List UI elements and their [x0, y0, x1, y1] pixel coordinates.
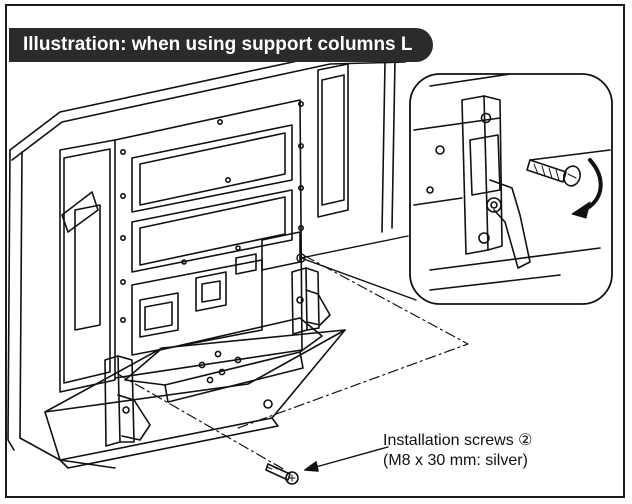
callout-leader	[296, 235, 417, 301]
screw-caption-line-2: (M8 x 30 mm: silver)	[383, 452, 528, 469]
rotation-arrowhead	[571, 201, 591, 219]
alignment-guide	[117, 255, 469, 471]
support-column-left	[104, 355, 151, 447]
pointer-arrowhead	[304, 461, 319, 472]
screw-caption: Installation screws ② (M8 x 30 mm: silve…	[383, 431, 533, 471]
tv-rear-panel	[7, 51, 411, 469]
stand-base	[44, 317, 346, 469]
support-column-right	[291, 267, 331, 335]
detail-inset	[409, 73, 613, 305]
screw-caption-line-1: Installation screws ②	[383, 432, 533, 449]
figure-title: Illustration: when using support columns…	[9, 28, 433, 62]
pointer-arrow	[304, 446, 389, 471]
installation-screw	[265, 463, 299, 485]
